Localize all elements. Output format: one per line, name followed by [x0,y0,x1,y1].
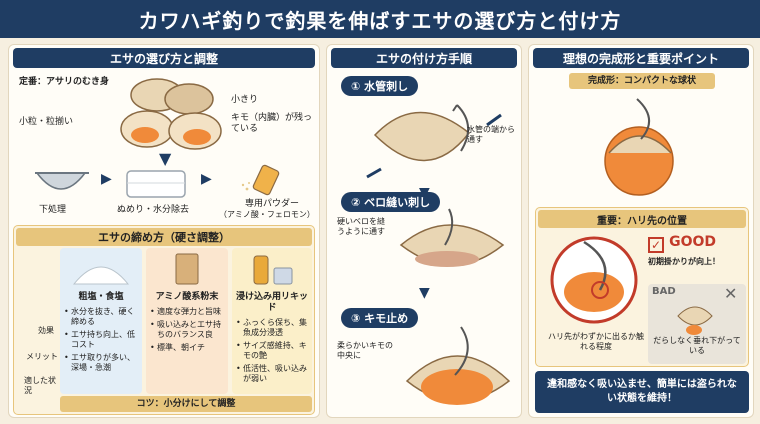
column-title: 浸け込み用リキッド [235,292,308,313]
firmness-column-liquid: 浸け込み用リキッド ふっくら保ち、集魚成分浸透 サイズ感維持、キモの艶 低活性、… [232,248,312,394]
step-note: 硬いベロを縫うように通す [337,217,385,236]
column-effect: ふっくら保ち、集魚成分浸透 [236,318,308,338]
down-arrow-icon: ▼ [419,285,430,301]
step-3-header: ③ キモ止め [341,307,419,328]
good-note: 初期掛かりが向上！ [648,257,720,266]
flow-arrow-icon: ▶ [201,171,212,187]
step-number: ② [351,196,361,209]
flow-step-label: ぬめり・水分除去 [117,205,190,215]
bait-selection-header: エサの選び方と調整 [13,48,315,68]
powder-bag-icon [175,253,199,285]
firmness-header: エサの締め方（硬さ調整） [16,228,312,246]
callout-kimo: キモ（内臓）が残っている [231,113,313,134]
good-label: GOOD [669,234,717,250]
summary-banner: 違和感なく吸い込ませ、簡単には盗られない状態を維持！ [535,371,749,413]
strainer-icon [35,172,89,190]
important-section: 重要：ハリ先の位置 ✓ GOOD 初期掛かりが向上！ BAD ✕ だらしなく垂れ… [535,207,749,367]
down-arrow-icon: ▼ [159,149,172,168]
column-merit: 吸い込みとエサ持ちのバランス良 [150,320,224,340]
step-label: 水管刺し [364,80,409,93]
bad-x-icon: ✕ [724,284,738,303]
step-2-illustration [399,208,505,267]
liquid-bottle-icon [253,255,293,285]
attach-steps-header: エサの付け方手順 [331,48,517,68]
bad-bait-illustration [677,306,713,335]
callout-small-uniform: 小粒・粒揃い [19,117,74,127]
clam-meat-illustration [120,78,222,150]
flow-arrow-icon: ▶ [101,171,112,187]
bad-label: BAD [652,286,676,297]
row-label-merit: メリット [26,352,58,361]
step-note: 柔らかいキモの中央に [337,341,393,360]
ideal-form-header: 理想の完成形と重要ポイント [533,48,749,68]
row-label-situation: 適した状況 [24,376,56,395]
tip-banner: コツ：小分けにして調整 [60,396,312,412]
firmness-section: エサの締め方（硬さ調整） 効果 メリット 適した状況 粗塩・食塩 水分を抜き、硬… [13,225,315,415]
step-label: ベロ縫い刺し [364,196,431,209]
column-situation: エサ取りが多い、深場・急潮 [64,353,138,373]
bad-block: BAD ✕ だらしなく垂れ下がっている [648,284,746,364]
bad-note: だらしなく垂れ下がっている [653,336,741,355]
complete-form-label: 完成形：コンパクトな球状 [569,73,715,89]
towel-icon [126,170,186,198]
step-3-illustration [405,326,511,405]
hook-point-closeup [550,236,638,324]
step-label: キモ止め [364,312,409,325]
bait-selection-panel: エサの選び方と調整 定番：アサリのむき身 小きり 小粒・粒揃い キモ（内臓）が残… [8,44,320,418]
column-situation: 低活性、吸い込みが弱い [236,364,308,384]
flow-step-label: 専用パウダー [245,199,300,209]
good-check-icon: ✓ [648,237,664,253]
column-title: アミノ酸系粉末 [155,292,219,302]
column-title: 粗塩・食塩 [78,292,124,302]
firmness-column-salt: 粗塩・食塩 水分を抜き、硬く締める エサ持ち向上、低コスト エサ取りが多い、深場… [60,248,142,394]
column-merit: エサ持ち向上、低コスト [64,330,138,350]
step-note: 水管の端から通す [467,125,515,144]
step-number: ① [351,80,361,93]
step-1-header: ① 水管刺し [341,75,419,96]
hook-note: ハリ先がわずかに出るか触れる程度 [548,332,644,351]
column-effect: 水分を抜き、硬く締める [64,307,138,327]
important-header: 重要：ハリ先の位置 [538,210,746,228]
powder-bottle-icon [241,164,280,196]
complete-bait-illustration [604,98,674,196]
good-block: ✓ GOOD 初期掛かりが向上！ [648,234,746,267]
ideal-form-panel: 理想の完成形と重要ポイント 完成形：コンパクトな球状 重要：ハリ先の位置 ✓ G… [528,44,754,418]
main-bait-label: 定番：アサリのむき身 [19,77,110,87]
column-merit: サイズ感維持、キモの艶 [236,341,308,361]
row-label-effect: 効果 [38,326,54,335]
summary-text: 違和感なく吸い込ませ、簡単には盗られない状態を維持！ [547,379,737,404]
page-title: カワハギ釣りで釣果を伸ばすエサの選び方と付け方 [0,0,760,38]
salt-pile-icon [72,266,130,285]
firmness-column-amino: アミノ酸系粉末 適度な弾力と旨味 吸い込みとエサ持ちのバランス良 標準、朝イチ [146,248,228,394]
column-effect: 適度な弾力と旨味 [150,307,224,317]
flow-step-label: 下処理 [39,205,67,215]
flow-step-sublabel: （アミノ酸・フェロモン） [219,210,315,219]
step-2-header: ② ベロ縫い刺し [341,191,441,212]
attach-steps-panel: エサの付け方手順 ① 水管刺し 水管の端から通す ▼ ② ベロ縫い刺し 硬いベロ… [326,44,522,418]
step-number: ③ [351,312,361,325]
step-1-illustration [366,104,502,179]
callout-small-cut: 小きり [231,95,259,105]
column-situation: 標準、朝イチ [150,343,224,353]
